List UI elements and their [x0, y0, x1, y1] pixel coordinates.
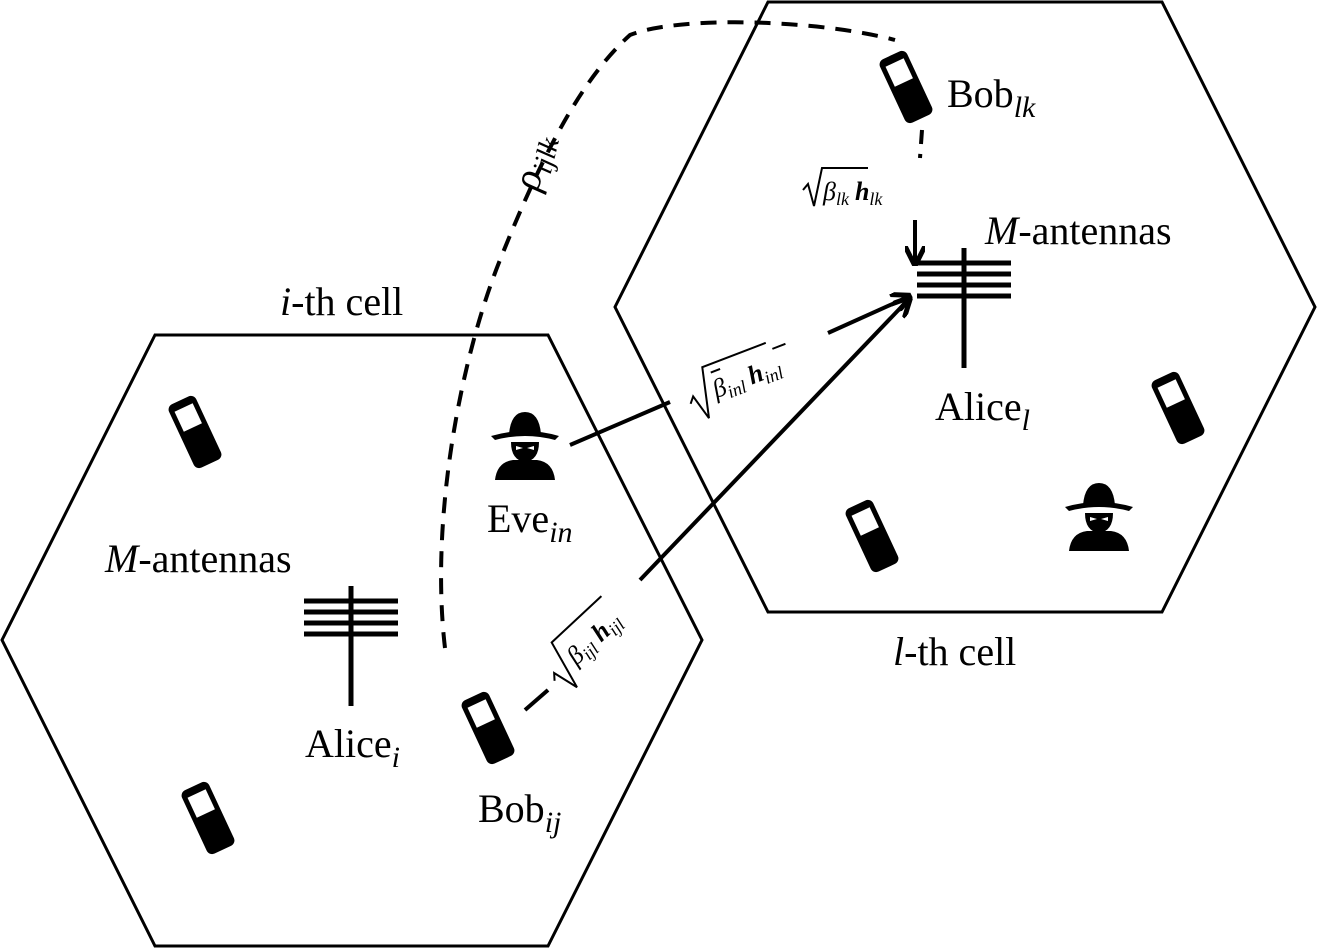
bob-ij-label: Bobij: [478, 786, 561, 839]
mobile-phone-icon: [877, 48, 935, 126]
antenna-label-i: M-antennas: [104, 536, 292, 581]
eve-in-label: Evein: [487, 496, 573, 549]
cell-i-title: i-th cell: [280, 279, 403, 324]
mobile-phone-icon: [166, 393, 224, 471]
cell-l-hexagon: [613, 0, 1317, 614]
mobile-phone-icon: [179, 779, 237, 857]
mobile-phone-icon: [459, 689, 517, 767]
alice-l-label: Alicel: [935, 384, 1030, 437]
bob-ij-dashed-link: [523, 688, 550, 712]
antenna-label-l: M-antennas: [984, 208, 1172, 253]
eve-link-part1: [569, 400, 671, 447]
spy-icon: [1065, 483, 1133, 551]
cell-i-hexagon: [0, 333, 704, 948]
mobile-phone-icon: [843, 497, 901, 575]
svg-text:βinlhinl: βinlhinl: [707, 351, 786, 407]
antenna-array-icon: [304, 586, 398, 706]
bob-lk-label: Boblk: [947, 71, 1036, 124]
cell-l-title: l-th cell: [893, 629, 1016, 674]
spy-icon: [491, 412, 559, 480]
mobile-phone-icon: [1149, 369, 1207, 447]
svg-text:βijlhijl: βijlhijl: [560, 606, 629, 673]
bob-ij-link-arrow: [638, 300, 908, 582]
channel-label-eve: βinlhinl: [689, 341, 786, 419]
rho-dashed-link: [439, 20, 896, 649]
antenna-array-icon: [917, 248, 1011, 368]
alice-i-label: Alicei: [305, 721, 400, 774]
bob-lk-dashed-link: [918, 129, 924, 159]
channel-label-bob-ij: βijlhijl: [550, 595, 629, 689]
